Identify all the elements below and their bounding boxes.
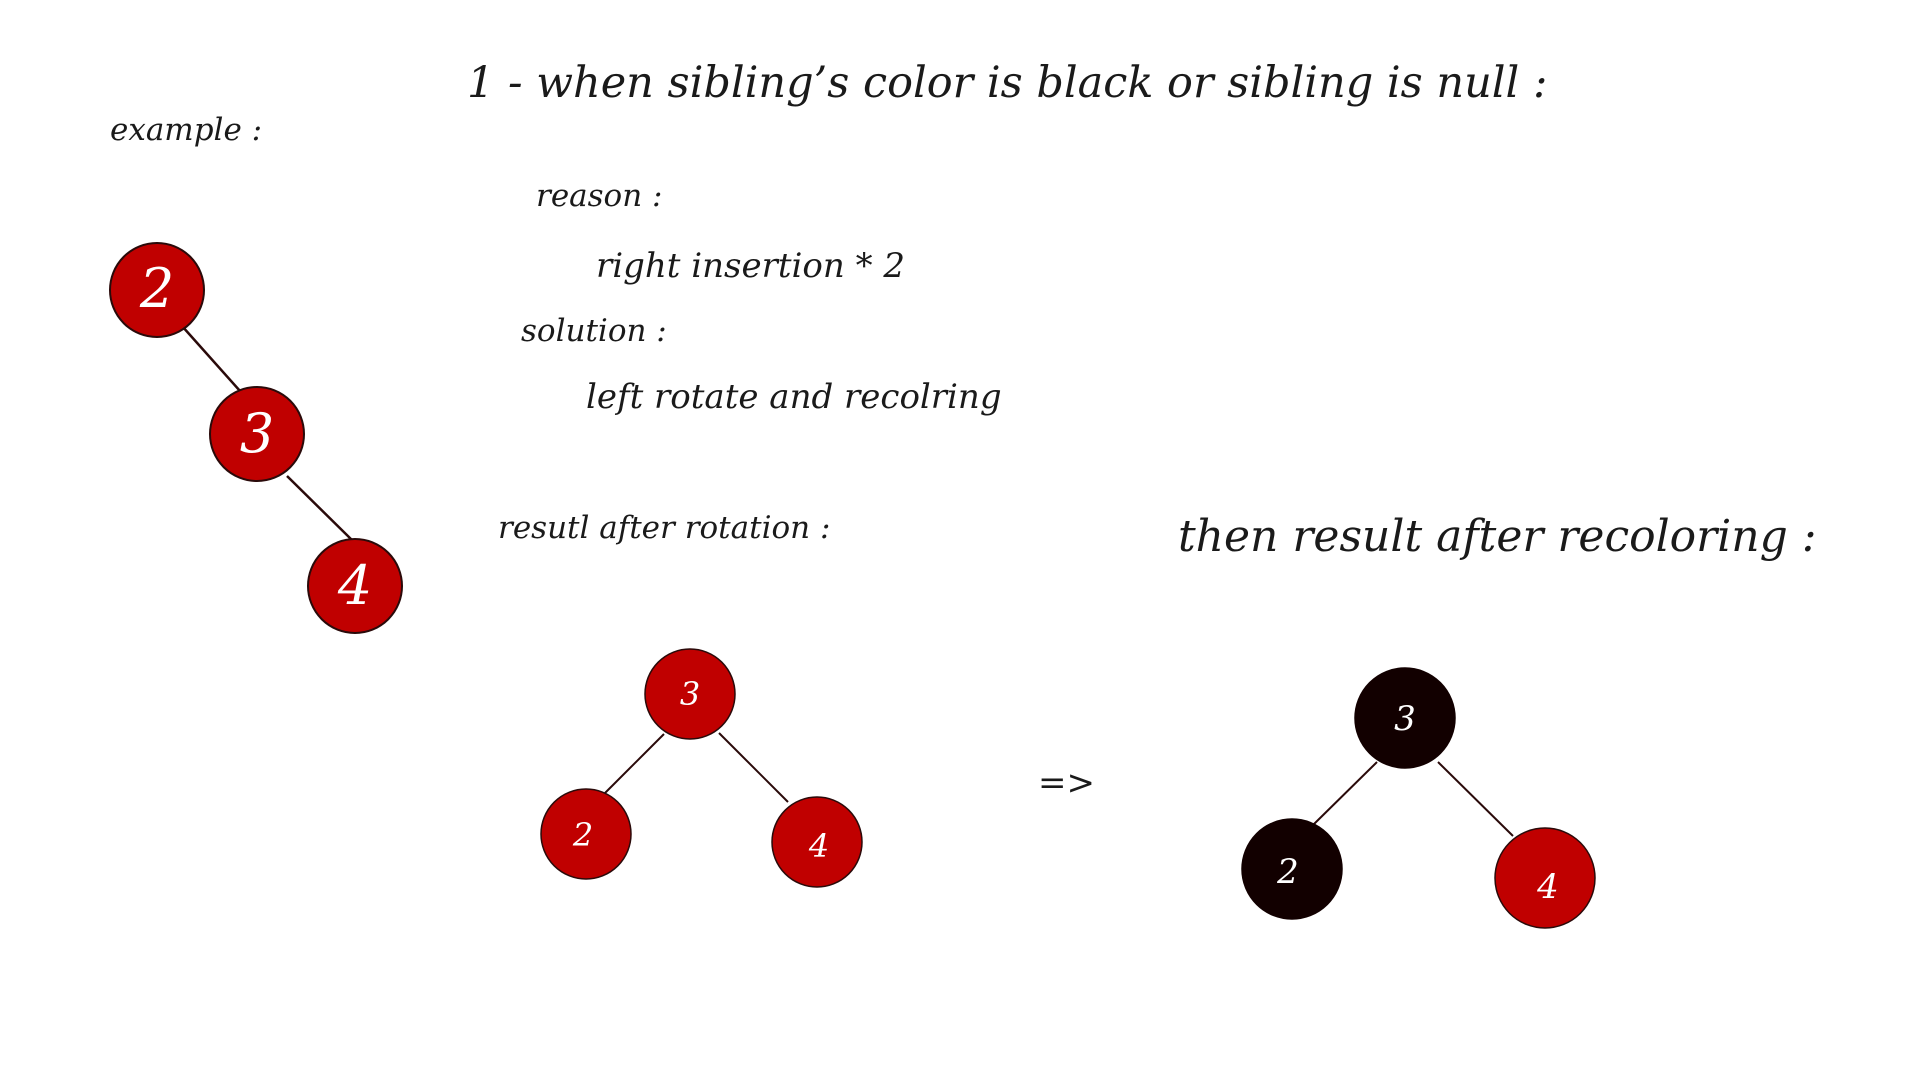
rotated-tree: 3 2 4 <box>540 648 863 888</box>
node-value: 2 <box>1276 852 1299 892</box>
node-value: 3 <box>240 402 274 465</box>
tree-edge <box>604 733 665 794</box>
tree-node: 2 <box>1241 818 1343 920</box>
solution-label: solution : <box>521 313 667 349</box>
example-tree: 2 3 4 <box>109 242 403 634</box>
tree-node: 4 <box>771 796 863 888</box>
tree-edge <box>1437 761 1514 837</box>
example-label: example : <box>110 112 263 148</box>
reason-value: right insertion * 2 <box>596 246 906 286</box>
tree-edge <box>181 325 241 392</box>
tree-edge <box>718 732 789 803</box>
tree-node: 2 <box>540 788 632 880</box>
recoloring-result-label: then result after recoloring : <box>1178 511 1817 562</box>
node-value: 3 <box>1394 699 1416 739</box>
tree-edge <box>286 475 357 545</box>
node-value: 4 <box>1536 867 1559 907</box>
tree-node: 2 <box>109 242 205 338</box>
tree-edge <box>1312 761 1378 826</box>
transition-arrow: => <box>1038 763 1095 803</box>
recolored-tree: 3 2 4 <box>1241 667 1596 929</box>
tree-node: 3 <box>1354 667 1456 769</box>
rotation-result-label: resutl after rotation : <box>498 510 831 546</box>
node-value: 2 <box>139 257 174 320</box>
tree-node: 3 <box>209 386 305 482</box>
reason-label: reason : <box>536 178 663 214</box>
tree-node: 3 <box>644 648 736 740</box>
node-value: 4 <box>808 827 829 865</box>
node-value: 3 <box>680 675 700 713</box>
node-value: 2 <box>572 816 593 854</box>
slide-title: 1 - when sibling’s color is black or sib… <box>467 58 1548 108</box>
solution-value: left rotate and recolring <box>586 377 1002 417</box>
tree-node: 4 <box>307 538 403 634</box>
node-value: 4 <box>337 554 372 617</box>
tree-node: 4 <box>1494 827 1596 929</box>
